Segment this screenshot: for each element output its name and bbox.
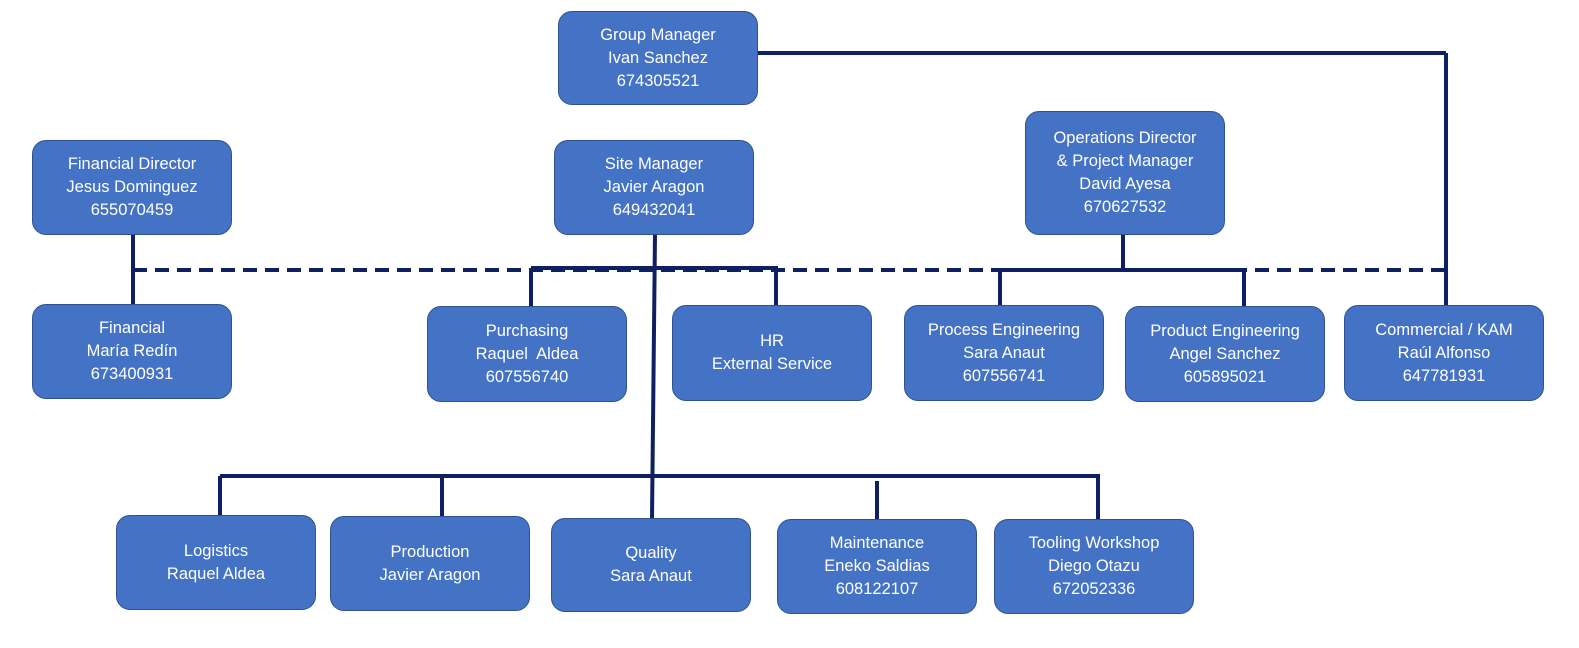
node-text-line: 607556740 (485, 367, 569, 386)
node-text-line: Quality (625, 544, 677, 562)
node-text-line: Maintenance (829, 534, 925, 552)
node-text-line: Angel Sanchez (1169, 344, 1281, 363)
node-text-line: Raúl Alfonso (1397, 343, 1491, 362)
node-text-line: Product Engineering (1150, 321, 1300, 340)
node-commercial: Commercial / KAM Raúl Alfonso 647781931 (1344, 305, 1544, 401)
node-text-line: María Redín (86, 342, 178, 360)
node-hr: HR External Service (672, 305, 872, 401)
node-text-line: 672052336 (1052, 580, 1136, 598)
node-text-line: Jesus Dominguez (66, 178, 198, 196)
node-text-line: Process Engineering (927, 320, 1081, 339)
node-text-line: Site Manager (604, 155, 704, 173)
node-text-line: 605895021 (1183, 367, 1267, 386)
node-text-line: & Project Manager (1056, 152, 1194, 170)
node-text-line: Purchasing (485, 321, 569, 340)
node-text-line: Logistics (183, 541, 249, 560)
node-text-line: 670627532 (1083, 198, 1167, 216)
connector-line (650, 233, 657, 520)
node-text-line: Javier Aragon (379, 565, 481, 584)
node-text-line: Raquel Aldea (166, 564, 266, 583)
node-text-line: Eneko Saldias (824, 557, 930, 575)
node-text-line: David Ayesa (1079, 175, 1171, 193)
node-text-line: Financial (98, 319, 166, 337)
node-text-line: Sara Anaut (963, 343, 1045, 362)
node-text-line: Production (390, 542, 470, 561)
node-text-line: 647781931 (1402, 366, 1486, 385)
node-text-line: Financial Director (67, 155, 197, 173)
node-text-line: Tooling Workshop (1028, 534, 1160, 552)
node-text-line: Diego Otazu (1048, 557, 1140, 575)
node-text-line: 608122107 (835, 580, 919, 598)
node-text-line: 649432041 (612, 201, 696, 219)
node-text-line: Group Manager (600, 25, 716, 44)
node-text-line: 674305521 (616, 71, 700, 90)
node-text-line: 655070459 (90, 201, 174, 219)
node-text-line: 607556741 (962, 366, 1046, 385)
node-text-line: Javier Aragon (603, 178, 705, 196)
node-text-line: Raquel Aldea (475, 344, 579, 363)
node-text-line: Commercial / KAM (1375, 320, 1513, 339)
node-text-line: Ivan Sanchez (608, 48, 708, 67)
node-text-line: 673400931 (90, 365, 174, 383)
node-text-line: External Service (711, 355, 833, 373)
node-text-line: Sara Anaut (610, 567, 692, 585)
node-text-line: Operations Director (1053, 129, 1197, 147)
node-text-line: HR (760, 332, 784, 350)
